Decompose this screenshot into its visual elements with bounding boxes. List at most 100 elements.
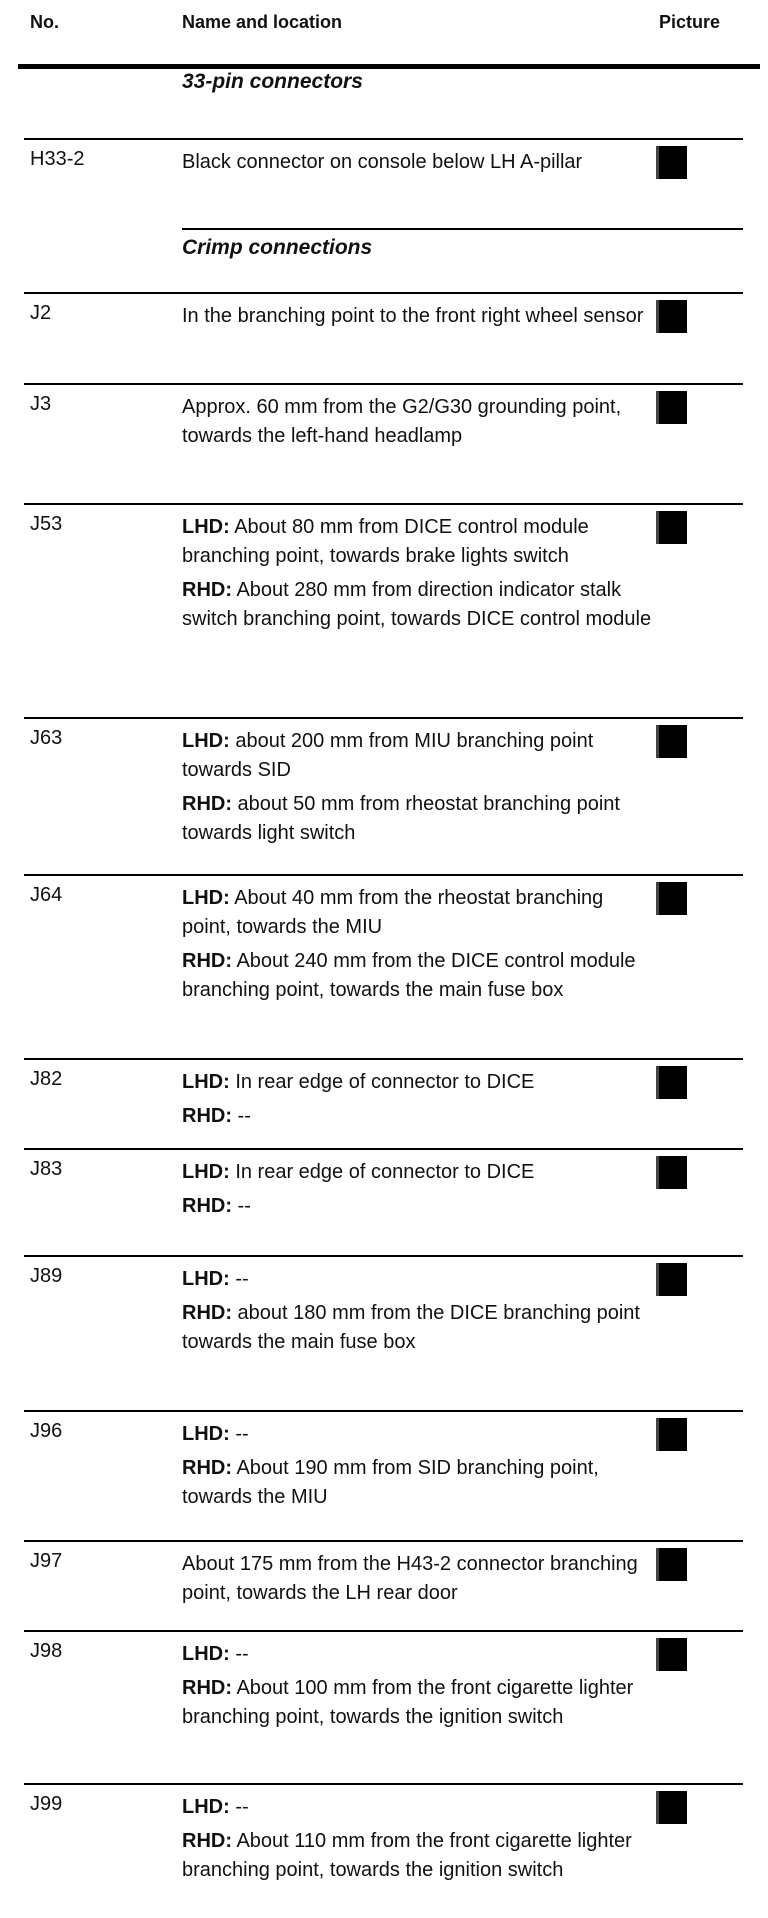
item-description: LHD: about 200 mm from MIU branching poi… [182,727,652,853]
description-paragraph: RHD: about 50 mm from rheostat branching… [182,790,652,848]
item-number: J63 [30,727,63,749]
item-description: LHD: -- RHD: About 190 mm from SID branc… [182,1420,652,1517]
drive-label: RHD: [182,1302,232,1324]
description-text: About 40 mm from the rheostat branching … [182,887,604,938]
description-paragraph: In the branching point to the front righ… [182,302,652,331]
description-text: -- [232,1105,251,1127]
description-paragraph: LHD: -- [182,1640,652,1669]
item-number: H33-2 [30,148,85,170]
picture-thumbnail[interactable] [656,146,687,179]
row-divider [24,292,743,294]
item-description: LHD: -- RHD: about 180 mm from the DICE … [182,1265,652,1362]
description-paragraph: LHD: In rear edge of connector to DICE [182,1158,652,1187]
description-text: about 200 mm from MIU branching point to… [182,730,594,781]
item-description: LHD: About 80 mm from DICE control modul… [182,513,652,639]
row-divider [24,1540,743,1542]
description-paragraph: Approx. 60 mm from the G2/G30 grounding … [182,393,652,451]
drive-label: LHD: [182,1071,230,1093]
description-text: In the branching point to the front righ… [182,305,644,327]
picture-thumbnail[interactable] [656,882,687,915]
picture-thumbnail[interactable] [656,1548,687,1581]
drive-label: RHD: [182,1457,232,1479]
description-text: About 175 mm from the H43-2 connector br… [182,1553,638,1604]
description-paragraph: RHD: About 110 mm from the front cigaret… [182,1827,652,1885]
picture-thumbnail[interactable] [656,1638,687,1671]
picture-thumbnail[interactable] [656,511,687,544]
description-paragraph: LHD: About 40 mm from the rheostat branc… [182,884,652,942]
description-text: Black connector on console below LH A-pi… [182,151,583,173]
drive-label: RHD: [182,950,232,972]
description-paragraph: RHD: About 100 mm from the front cigaret… [182,1674,652,1732]
description-paragraph: LHD: -- [182,1265,652,1294]
item-number: J53 [30,513,63,535]
drive-label: LHD: [182,730,230,752]
drive-label: RHD: [182,579,232,601]
section-title: Crimp connections [182,236,373,259]
description-paragraph: RHD: About 190 mm from SID branching poi… [182,1454,652,1512]
description-paragraph: About 175 mm from the H43-2 connector br… [182,1550,652,1608]
item-description: LHD: In rear edge of connector to DICE R… [182,1158,652,1226]
item-description: About 175 mm from the H43-2 connector br… [182,1550,652,1613]
item-number: J96 [30,1420,63,1442]
picture-thumbnail[interactable] [656,300,687,333]
row-divider [24,138,743,140]
description-text: -- [232,1195,251,1217]
header-divider [18,64,760,69]
item-number: J3 [30,393,52,415]
row-divider [24,1255,743,1257]
drive-label: LHD: [182,516,230,538]
description-paragraph: RHD: about 180 mm from the DICE branchin… [182,1299,652,1357]
item-description: Approx. 60 mm from the G2/G30 grounding … [182,393,652,456]
item-description: In the branching point to the front righ… [182,302,652,336]
description-text: About 110 mm from the front cigarette li… [182,1830,632,1881]
row-divider [24,383,743,385]
drive-label: RHD: [182,1677,232,1699]
description-paragraph: RHD: -- [182,1102,652,1131]
picture-thumbnail[interactable] [656,1263,687,1296]
item-description: Black connector on console below LH A-pi… [182,148,652,182]
drive-label: RHD: [182,1105,232,1127]
description-text: In rear edge of connector to DICE [229,1071,535,1093]
picture-thumbnail[interactable] [656,725,687,758]
drive-label: LHD: [182,1796,230,1818]
item-number: J99 [30,1793,63,1815]
picture-thumbnail[interactable] [656,1156,687,1189]
description-text: About 80 mm from DICE control module bra… [182,516,589,567]
picture-thumbnail[interactable] [656,1418,687,1451]
row-divider [24,1410,743,1412]
row-divider [24,1630,743,1632]
item-description: LHD: -- RHD: About 110 mm from the front… [182,1793,652,1890]
picture-thumbnail[interactable] [656,1791,687,1824]
column-header-name: Name and location [182,12,343,32]
description-paragraph: LHD: about 200 mm from MIU branching poi… [182,727,652,785]
description-text: About 240 mm from the DICE control modul… [182,950,636,1001]
description-paragraph: RHD: -- [182,1192,652,1221]
item-number: J64 [30,884,63,906]
row-divider [24,1058,743,1060]
drive-label: LHD: [182,1423,230,1445]
column-header-no: No. [30,12,59,32]
picture-thumbnail[interactable] [656,1066,687,1099]
drive-label: LHD: [182,1643,230,1665]
description-paragraph: Black connector on console below LH A-pi… [182,148,652,177]
description-text: In rear edge of connector to DICE [229,1161,535,1183]
description-paragraph: LHD: -- [182,1793,652,1822]
description-paragraph: LHD: In rear edge of connector to DICE [182,1068,652,1097]
item-number: J83 [30,1158,63,1180]
item-number: J89 [30,1265,63,1287]
description-text: -- [229,1643,249,1665]
drive-label: RHD: [182,1195,232,1217]
item-number: J82 [30,1068,63,1090]
description-text: -- [229,1268,249,1290]
picture-thumbnail[interactable] [656,391,687,424]
item-number: J2 [30,302,52,324]
drive-label: LHD: [182,887,230,909]
description-text: about 180 mm from the DICE branching poi… [182,1302,640,1353]
row-divider [24,503,743,505]
row-divider [24,874,743,876]
section-title: 33-pin connectors [182,70,363,93]
item-number: J97 [30,1550,63,1572]
item-description: LHD: About 40 mm from the rheostat branc… [182,884,652,1010]
description-paragraph: RHD: About 280 mm from direction indicat… [182,576,652,634]
description-text: Approx. 60 mm from the G2/G30 grounding … [182,396,622,447]
